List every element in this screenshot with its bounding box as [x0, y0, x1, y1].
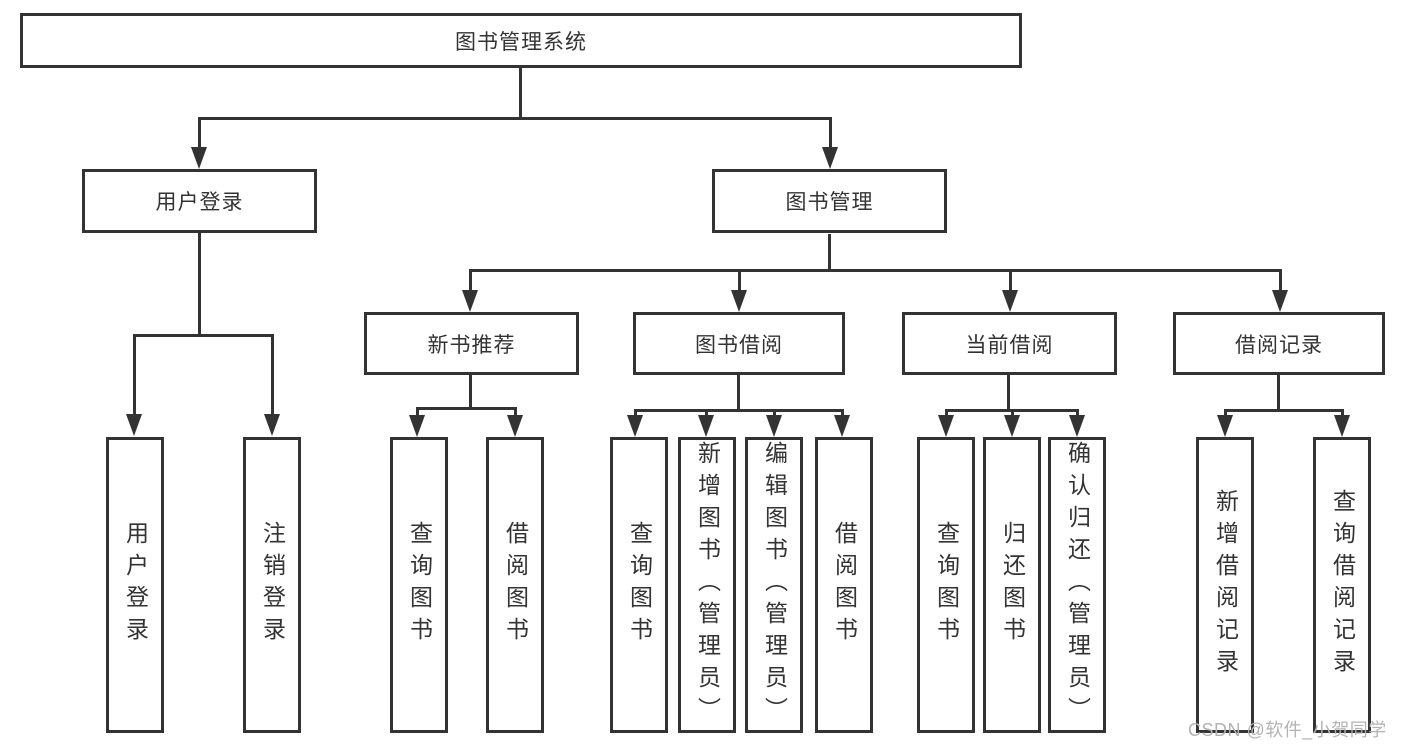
connector-drop-line: [634, 409, 637, 417]
arrow-down-icon: [1272, 290, 1288, 312]
connector-rail-line: [634, 409, 844, 412]
leaf-label: 归还图书: [999, 521, 1026, 649]
arrow-down-icon: [731, 290, 747, 312]
node-book-management: 图书管理: [712, 169, 947, 233]
connector-stem-line: [737, 375, 740, 412]
connector-drop-line: [829, 117, 832, 149]
connector-drop-line: [738, 269, 741, 292]
connector-drop-line: [841, 409, 844, 417]
node-new-book-recommendation: 新书推荐: [364, 312, 579, 375]
leaf-return-books: 归还图书: [983, 437, 1041, 733]
connector-drop-line: [133, 334, 136, 416]
leaf-borrow-books-recommend: 借阅图书: [486, 437, 544, 733]
arrow-down-icon: [834, 415, 850, 437]
leaf-query-books-borrowing: 查询图书: [610, 437, 668, 733]
node-label: 当前借阅: [965, 333, 1054, 357]
connector-stem-line: [469, 375, 472, 410]
connector-drop-line: [705, 409, 708, 417]
leaf-logout: 注销登录: [243, 437, 301, 733]
connector-drop-line: [1279, 269, 1282, 292]
connector-stem-line: [828, 234, 831, 272]
leaf-label: 注销登录: [259, 521, 286, 649]
leaf-label: 查询借阅记录: [1329, 489, 1356, 681]
connector-drop-line: [945, 409, 948, 417]
connector-drop-line: [416, 407, 419, 417]
arrow-down-icon: [938, 415, 954, 437]
connector-rail-line: [198, 117, 831, 120]
arrow-down-icon: [409, 415, 425, 437]
arrow-down-icon: [627, 415, 643, 437]
connector-stem-line: [1007, 375, 1010, 412]
node-library-management-system: 图书管理系统: [20, 13, 1022, 68]
connector-drop-line: [198, 117, 201, 149]
arrow-down-icon: [507, 415, 523, 437]
leaf-label: 用户登录: [122, 521, 149, 649]
leaf-user-login: 用户登录: [106, 437, 164, 733]
leaf-label: 新增借阅记录: [1212, 489, 1239, 681]
node-label: 图书借阅: [695, 333, 783, 357]
connector-stem-line: [1277, 375, 1280, 412]
node-current-borrowing: 当前借阅: [902, 312, 1117, 375]
arrow-down-icon: [264, 414, 280, 436]
arrow-down-icon: [1002, 290, 1018, 312]
node-user-login: 用户登录: [82, 169, 317, 233]
connector-drop-line: [469, 269, 472, 292]
leaf-label: 确认归还（管理员）: [1064, 441, 1091, 729]
node-label: 借阅记录: [1235, 333, 1323, 357]
connector-rail-line: [133, 334, 274, 337]
leaf-query-borrow-record: 查询借阅记录: [1313, 437, 1371, 733]
arrow-down-icon: [822, 147, 838, 169]
leaf-query-books-current: 查询图书: [917, 437, 975, 733]
node-label: 图书管理: [785, 191, 874, 214]
node-borrowing-records: 借阅记录: [1173, 312, 1385, 375]
leaf-label: 编辑图书（管理员）: [761, 441, 788, 729]
leaf-label: 新增图书（管理员）: [694, 441, 721, 729]
arrow-down-icon: [1334, 415, 1350, 437]
leaf-query-books-recommend: 查询图书: [390, 437, 448, 733]
leaf-edit-books-admin: 编辑图书（管理员）: [745, 437, 803, 733]
leaf-label: 查询图书: [406, 521, 433, 649]
connector-drop-line: [271, 334, 274, 416]
node-label: 新书推荐: [427, 333, 516, 357]
connector-drop-line: [1009, 269, 1012, 292]
arrow-down-icon: [1069, 415, 1085, 437]
leaf-label: 查询图书: [933, 521, 960, 649]
node-label: 用户登录: [155, 191, 244, 214]
arrow-down-icon: [126, 414, 142, 436]
arrow-down-icon: [698, 415, 714, 437]
connector-stem-line: [198, 233, 201, 337]
connector-drop-line: [1341, 409, 1344, 417]
arrow-down-icon: [1004, 415, 1020, 437]
node-label: 图书管理系统: [455, 30, 587, 54]
watermark: CSDN @软件_小贺同学: [1188, 720, 1387, 740]
connector-drop-line: [1076, 409, 1079, 417]
connector-rail-line: [1224, 409, 1344, 412]
leaf-add-borrow-record: 新增借阅记录: [1196, 437, 1254, 733]
connector-drop-line: [514, 407, 517, 417]
connector-drop-line: [773, 409, 776, 417]
leaf-label: 查询图书: [626, 521, 653, 649]
leaf-confirm-return-admin: 确认归还（管理员）: [1048, 437, 1106, 733]
leaf-label: 借阅图书: [502, 521, 529, 649]
leaf-borrow-books-borrowing: 借阅图书: [815, 437, 873, 733]
arrow-down-icon: [191, 147, 207, 169]
node-book-borrowing: 图书借阅: [633, 312, 845, 375]
arrow-down-icon: [1217, 415, 1233, 437]
leaf-add-books-admin: 新增图书（管理员）: [678, 437, 736, 733]
connector-drop-line: [1224, 409, 1227, 417]
arrow-down-icon: [462, 290, 478, 312]
connector-rail-line: [416, 407, 517, 410]
arrow-down-icon: [766, 415, 782, 437]
connector-stem-line: [519, 68, 522, 118]
leaf-label: 借阅图书: [831, 521, 858, 649]
connector-drop-line: [1011, 409, 1014, 417]
connector-rail-line: [469, 269, 1281, 272]
